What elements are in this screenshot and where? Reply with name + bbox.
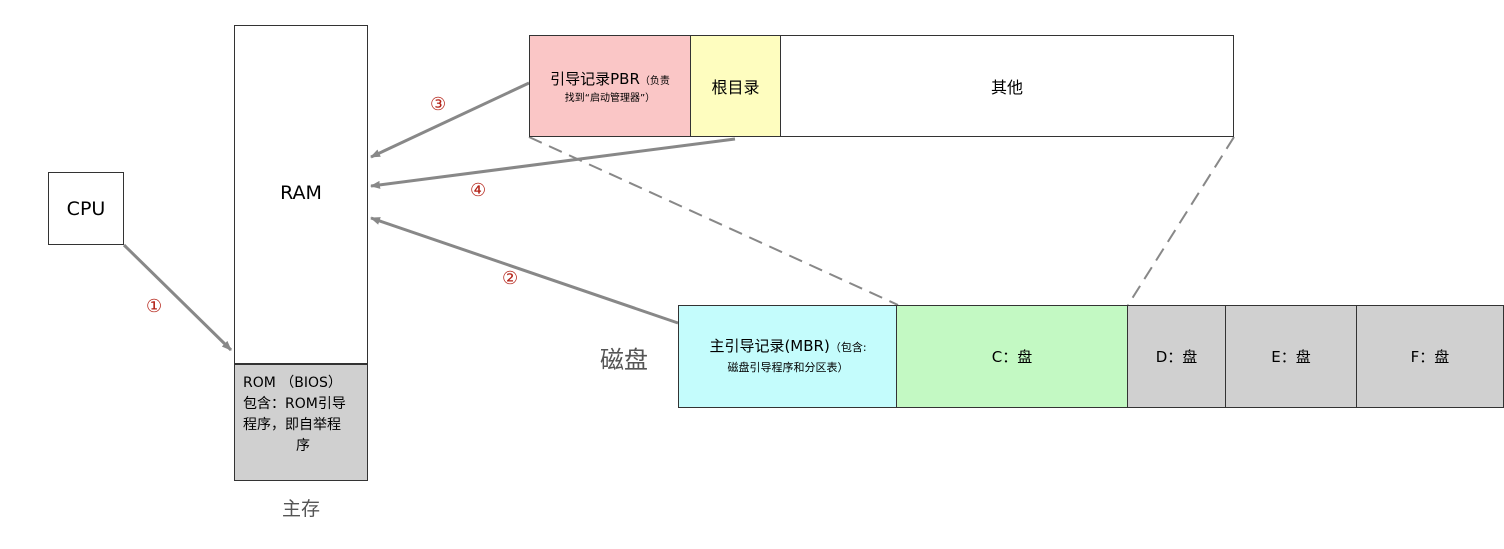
step-3-label: ③ <box>430 94 447 115</box>
dashed-zoom-right <box>1127 136 1235 306</box>
c-drive-box: C：盘 <box>896 305 1128 408</box>
other-label: 其他 <box>990 78 1023 97</box>
e-drive-label: E：盘 <box>1271 348 1311 366</box>
mbr-note-a: （包含: <box>829 340 867 354</box>
rom-line-3: 程序，即自举程 <box>243 417 341 433</box>
f-drive-label: F：盘 <box>1410 348 1450 366</box>
root-directory-box: 根目录 <box>690 35 781 137</box>
e-drive-box: E：盘 <box>1225 305 1357 408</box>
c-drive-label: C：盘 <box>991 348 1033 366</box>
mbr-box: 主引导记录(MBR)（包含: 磁盘引导程序和分区表） <box>678 305 898 408</box>
cpu-box: CPU <box>48 172 124 245</box>
arrow-mbr-to-ram <box>370 216 679 325</box>
pbr-note-a: （负责 <box>639 76 670 87</box>
rom-line-4: 序 <box>296 438 310 454</box>
other-box: 其他 <box>780 35 1234 137</box>
step-1-label: ① <box>146 296 163 317</box>
mbr-note-b: 磁盘引导程序和分区表） <box>727 360 849 374</box>
ram-label: RAM <box>280 182 322 204</box>
disk-label: 磁盘 <box>600 346 648 374</box>
pbr-box: 引导记录PBR（负责 找到“启动管理器”） <box>529 35 691 137</box>
arrow-cpu-to-rom <box>122 243 233 352</box>
mbr-main-label: 主引导记录(MBR) <box>709 336 830 355</box>
dashed-zoom-left <box>528 136 899 306</box>
main-memory-label: 主存 <box>281 498 320 520</box>
pbr-note-b: 找到“启动管理器”） <box>564 93 656 104</box>
root-directory-label: 根目录 <box>711 78 760 97</box>
rom-box: ROM （BIOS） 包含：ROM引导 程序，即自举程 序 <box>234 364 368 481</box>
d-drive-box: D：盘 <box>1127 305 1226 408</box>
ram-box: RAM <box>234 25 368 364</box>
rom-line-1: ROM （BIOS） <box>243 375 342 391</box>
pbr-main-label: 引导记录PBR <box>550 70 640 88</box>
step-4-label: ④ <box>470 180 487 201</box>
rom-line-2: 包含：ROM引导 <box>243 396 346 412</box>
arrow-pbr-to-ram <box>370 81 530 159</box>
d-drive-label: D：盘 <box>1155 348 1198 366</box>
arrow-root-to-ram <box>370 137 736 189</box>
f-drive-box: F：盘 <box>1356 305 1504 408</box>
cpu-label: CPU <box>66 197 106 220</box>
step-2-label: ② <box>502 268 519 289</box>
